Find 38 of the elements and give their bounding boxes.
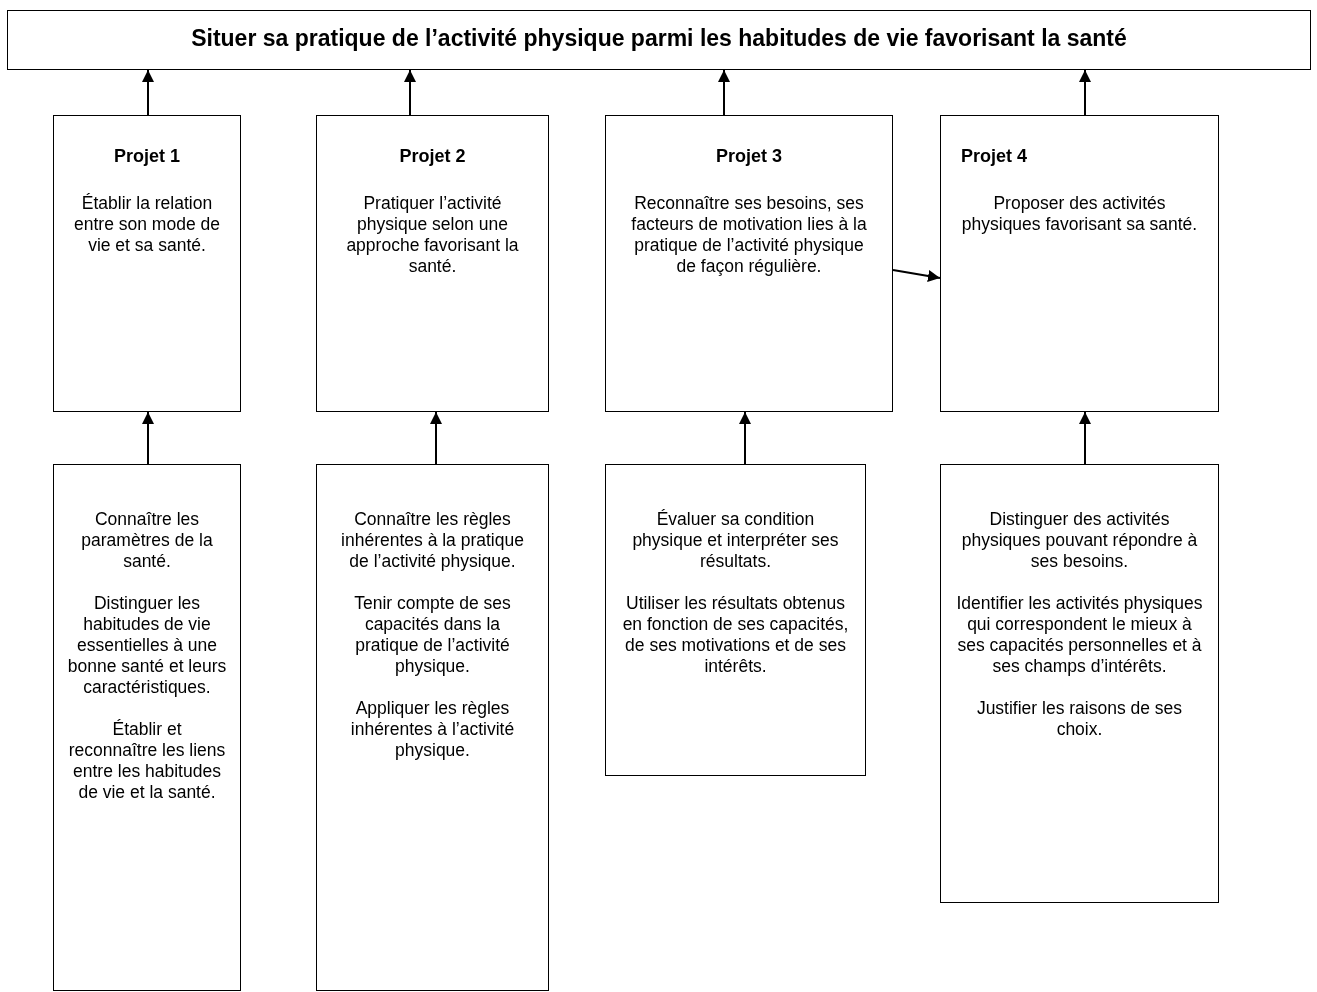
objectives-box — [605, 464, 866, 776]
objective-text: Justifier les raisons de ses choix. — [975, 698, 1184, 740]
objective-text: Proposer des activités physiques favorisant sa santé. — [961, 193, 1198, 235]
project-box — [316, 115, 549, 412]
project-heading: Projet 4 — [961, 146, 1029, 167]
objectives-box — [53, 464, 241, 991]
objective-text: Reconnaître ses besoins, ses facteurs de motivation lies à la pratique de l’activité physique de façon régulière. — [630, 193, 868, 277]
project-heading: Projet 2 — [398, 146, 467, 167]
objective-text: Distinguer des activités physiques pouvant répondre à ses besoins. — [960, 509, 1199, 572]
objective-text: Pratiquer l’activité physique selon une approche favorisant la santé. — [345, 193, 520, 277]
objective-text: Connaître les règles inhérentes à la pratique de l’activité physique. — [340, 509, 525, 572]
arrow — [404, 69, 416, 116]
project-heading: Projet 3 — [715, 146, 783, 167]
arrow — [739, 411, 751, 465]
arrow — [142, 69, 154, 116]
objectives-box — [316, 464, 549, 991]
objective-text: Évaluer sa condition physique et interpréter ses résultats. — [631, 509, 840, 572]
project-box — [605, 115, 893, 412]
title-box — [7, 10, 1311, 70]
objective-text: Appliquer les règles inhérentes à l’activité physique. — [349, 698, 516, 761]
project-heading: Projet 1 — [113, 146, 181, 167]
arrow — [892, 269, 941, 282]
arrow — [1079, 69, 1091, 116]
arrow — [718, 69, 730, 116]
objective-text: Connaître les paramètres de la santé. — [80, 509, 214, 572]
objective-text: Tenir compte de ses capacités dans la pratique de l’activité physique. — [353, 593, 512, 677]
project-box — [53, 115, 241, 412]
objectives-box — [940, 464, 1219, 903]
objective-text: Distinguer les habitudes de vie essentielles à une bonne santé et leurs caractéristiques. — [66, 593, 228, 698]
objective-text: Établir et reconnaître les liens entre les habitudes de vie et la santé. — [67, 719, 227, 803]
arrow — [142, 411, 154, 465]
project-box — [940, 115, 1219, 412]
arrow — [1079, 411, 1091, 465]
arrow — [430, 411, 442, 465]
title: Situer sa pratique de l’activité physique parmi les habitudes de vie favorisant la santé — [190, 25, 1128, 52]
objective-text: Utiliser les résultats obtenus en fonction de ses capacités, de ses motivations et de ses intérêts. — [621, 593, 850, 677]
objective-text: Établir la relation entre son mode de vie et sa santé. — [73, 193, 221, 256]
objective-text: Identifier les activités physiques qui correspondent le mieux à ses capacités personnelles et à ses champs d’intérêts. — [955, 593, 1204, 677]
